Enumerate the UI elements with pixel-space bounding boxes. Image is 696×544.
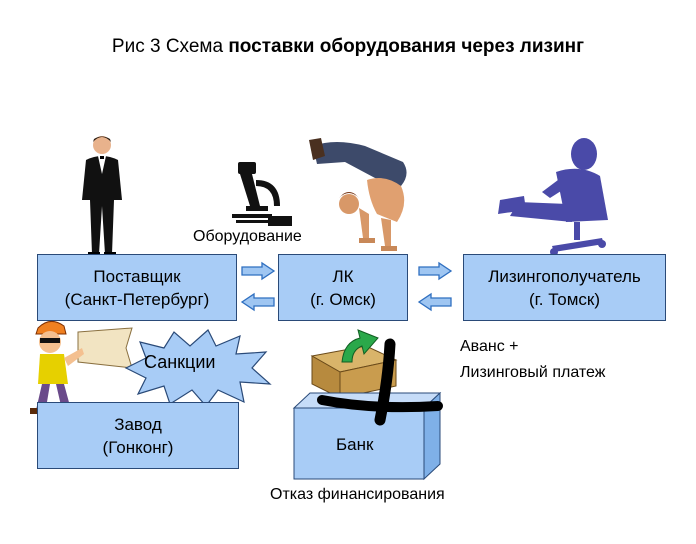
factory-name: Завод [114, 414, 162, 434]
seated-person-icon [498, 138, 608, 256]
lk-to-supplier-arrow [240, 292, 275, 312]
cross-mark-icon [317, 338, 443, 426]
payment-label-line1: Аванс + [460, 338, 519, 355]
businessman-icon [82, 136, 122, 257]
refusal-label: Отказ финансирования [270, 486, 445, 503]
supplier-to-lk-arrow [241, 261, 276, 281]
lessee-name: Лизингополучатель [488, 266, 641, 286]
lk-to-lessee-arrow [418, 261, 453, 281]
sanctions-label: Санкции [144, 352, 216, 372]
lk-name: ЛК [332, 266, 354, 286]
supplier-city: (Санкт-Петербург) [64, 289, 210, 309]
payment-label-line2: Лизинговый платеж [460, 364, 606, 381]
equipment-label: Оборудование [193, 228, 302, 245]
lk-box: ЛК (г. Омск) [278, 254, 408, 321]
title-bold: поставки оборудования через лизинг [228, 36, 585, 57]
sanctions-starburst [124, 329, 272, 407]
lessee-to-lk-arrow [417, 292, 452, 312]
lessee-city: (г. Томск) [528, 289, 601, 309]
supplier-name: Поставщик [93, 266, 181, 286]
lessee-box: Лизингополучатель (г. Томск) [463, 254, 666, 321]
lk-city: (г. Омск) [310, 289, 376, 309]
title-prefix: Рис 3 Схема [111, 36, 229, 57]
factory-box: Завод (Гонконг) [37, 402, 239, 469]
factory-city: (Гонконг) [102, 437, 174, 457]
money-box-icon [310, 329, 398, 399]
bank-label: Банк [336, 435, 374, 454]
worker-icon [30, 321, 133, 414]
supplier-box: Поставщик (Санкт-Петербург) [37, 254, 237, 321]
diagram-title: Рис 3 Схема поставки оборудования через … [0, 36, 696, 58]
acrobat-icon [309, 138, 407, 251]
microscope-icon [232, 162, 292, 226]
